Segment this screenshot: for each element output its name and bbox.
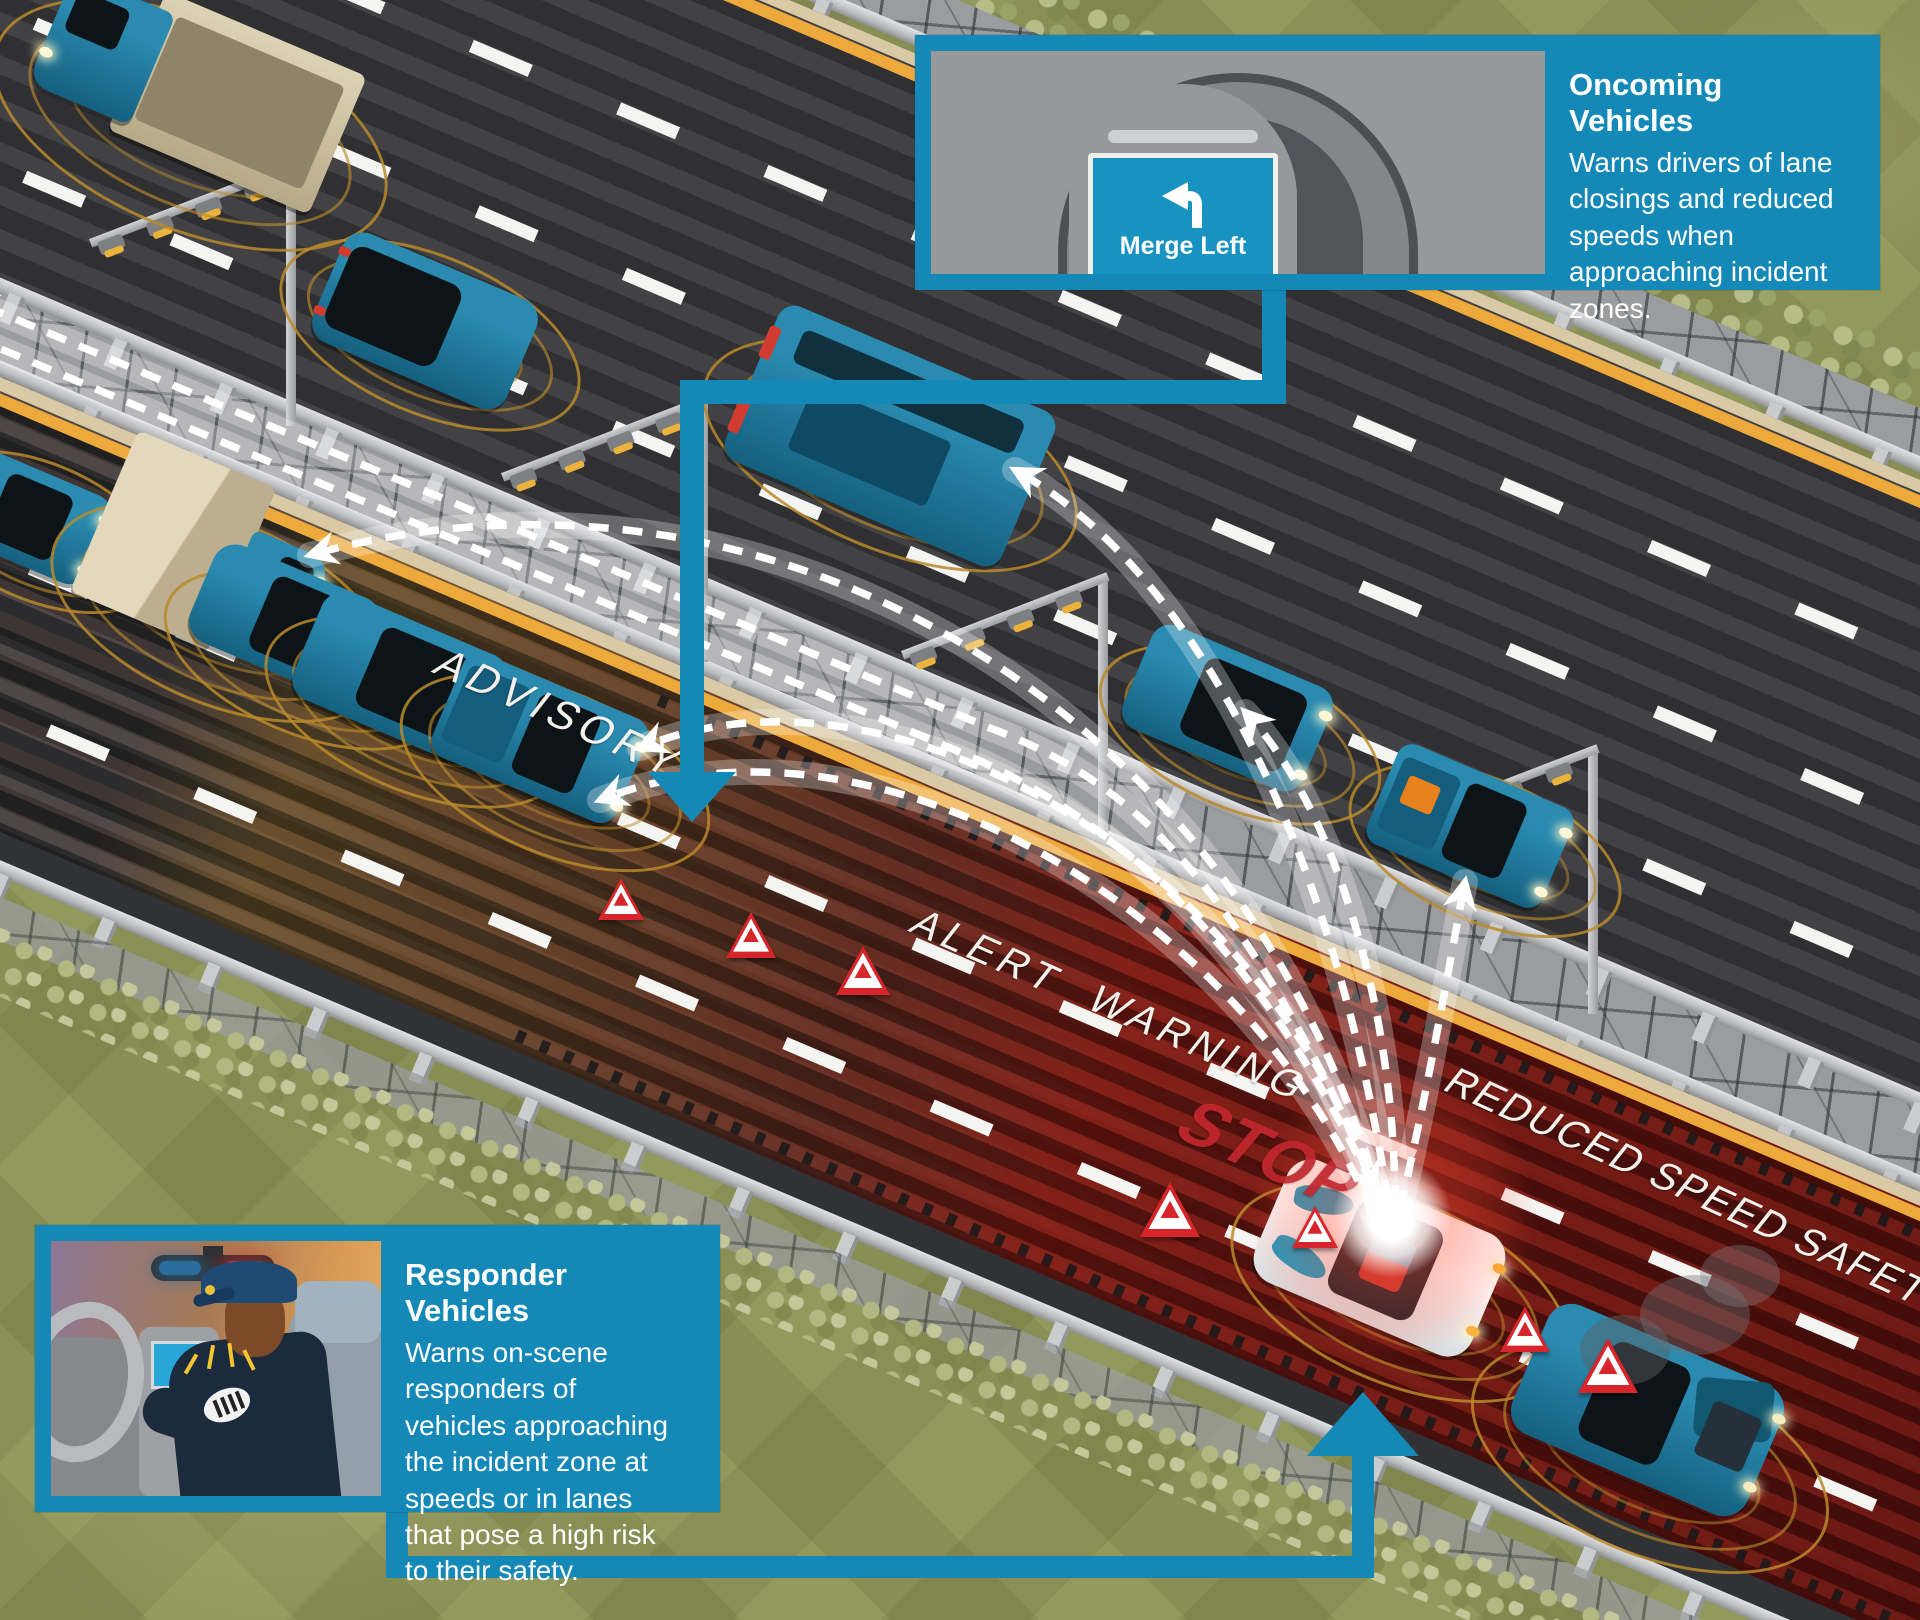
responder-connector-segment <box>1352 1452 1374 1578</box>
oncoming-body: Warns drivers of lane closings and reduc… <box>1569 147 1834 324</box>
police-cap-icon <box>192 1261 297 1308</box>
merge-left-arrow-icon <box>1162 181 1202 228</box>
callout-responder-vehicles: Responder Vehicles Warns on-scene respon… <box>35 1225 720 1586</box>
warning-triangle-icon <box>1578 1338 1638 1393</box>
responder-title: Responder Vehicles <box>405 1257 567 1328</box>
oncoming-connector-segment <box>680 380 704 778</box>
merge-left-label: Merge Left <box>1119 231 1247 260</box>
responder-connector-segment <box>386 1556 1374 1578</box>
console-slot <box>1108 130 1258 143</box>
warning-triangle-icon <box>836 946 890 995</box>
warning-triangle-icon <box>1140 1182 1200 1237</box>
merge-left-sign: Merge Left <box>1088 153 1278 274</box>
oncoming-title: Oncoming Vehicles <box>1569 67 1723 138</box>
responder-body: Warns on-scene responders of vehicles ap… <box>405 1337 669 1587</box>
warning-triangle-icon <box>726 912 776 958</box>
dashboard-illustration: Merge Left <box>931 51 1545 274</box>
console-panel: Merge Left <box>1069 84 1297 274</box>
responder-text: Responder Vehicles Warns on-scene respon… <box>381 1241 704 1586</box>
warning-triangle-icon <box>598 878 644 920</box>
callout-oncoming-vehicles: Merge Left Oncoming Vehicles Warns drive… <box>915 35 1880 324</box>
warning-triangle-icon <box>1500 1306 1550 1352</box>
oncoming-text: Oncoming Vehicles Warns drivers of lane … <box>1545 51 1864 324</box>
oncoming-connector-segment <box>680 380 1286 404</box>
responder-illustration <box>51 1241 381 1496</box>
